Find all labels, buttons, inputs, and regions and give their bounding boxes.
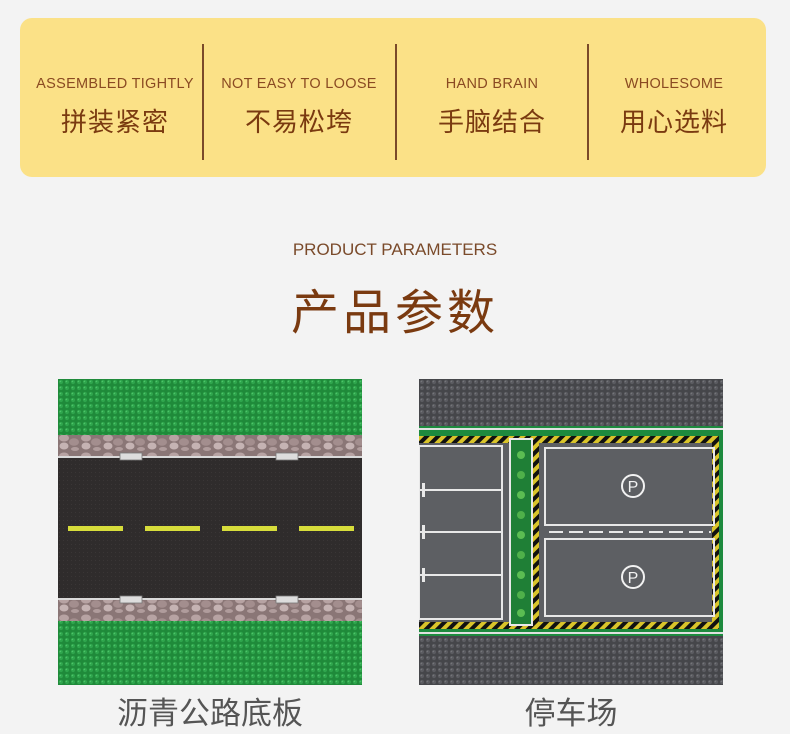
features-banner: ASSEMBLED TIGHTLY 拼装紧密 NOT EASY TO LOOSE… xyxy=(20,18,766,177)
feature-label-zh: 用心选料 xyxy=(619,108,728,138)
feature-label-en: HAND BRAIN xyxy=(445,76,539,92)
feature-divider xyxy=(395,44,397,160)
feature-wholesome: WHOLESOME 用心选料 xyxy=(589,18,759,177)
product-caption: 沥青公路底板 xyxy=(117,696,303,732)
feature-label-en: WHOLESOME xyxy=(624,76,724,92)
feature-not-easy-to-loose: NOT EASY TO LOOSE 不易松垮 xyxy=(204,18,394,177)
product-image-road-baseplate[interactable] xyxy=(58,379,362,685)
feature-label-en: ASSEMBLED TIGHTLY xyxy=(36,76,194,92)
product-caption: 停车场 xyxy=(524,696,618,732)
feature-divider xyxy=(587,44,589,160)
section-title-en: PRODUCT PARAMETERS xyxy=(292,240,498,259)
feature-label-zh: 不易松垮 xyxy=(244,108,353,138)
parking-sign-label: P xyxy=(628,570,639,587)
parking-lot-illustration: P P xyxy=(418,379,723,685)
feature-label-zh: 手脑结合 xyxy=(437,108,546,138)
parking-sign-label: P xyxy=(628,479,639,496)
feature-label-en: NOT EASY TO LOOSE xyxy=(221,76,377,92)
product-image-parking-lot[interactable]: P P xyxy=(418,379,723,685)
feature-label-zh: 拼装紧密 xyxy=(60,108,169,138)
road-baseplate-illustration xyxy=(58,379,362,685)
feature-hand-brain: HAND BRAIN 手脑结合 xyxy=(397,18,587,177)
feature-divider xyxy=(202,44,204,160)
feature-assembled-tightly: ASSEMBLED TIGHTLY 拼装紧密 xyxy=(28,18,202,177)
section-title-zh: 产品参数 xyxy=(290,285,499,341)
